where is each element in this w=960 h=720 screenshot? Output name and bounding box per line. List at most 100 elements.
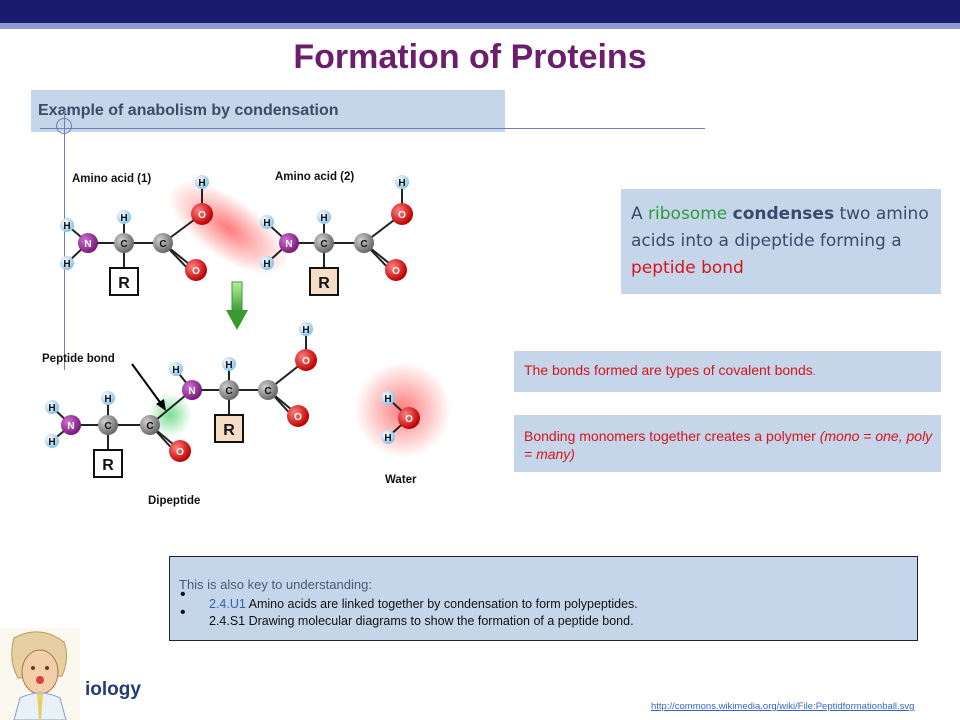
aa1-o1: O (191, 203, 213, 225)
margin-line (64, 110, 65, 370)
aa1-n: N (78, 233, 98, 253)
svg-text:C: C (120, 239, 127, 250)
peptide-formation-diagram: Amino acid (1) Amino acid (2) Peptide bo… (42, 171, 451, 507)
svg-text:R: R (118, 275, 130, 292)
svg-text:O: O (176, 447, 184, 458)
key-item-1: 2.4.U1 Amino acids are linked together b… (209, 597, 638, 611)
svg-text:O: O (405, 414, 413, 425)
svg-text:O: O (302, 356, 310, 367)
svg-text:C: C (104, 421, 111, 432)
svg-text:R: R (223, 422, 235, 439)
aa2-n: N (279, 233, 299, 253)
svg-text:N: N (188, 386, 195, 397)
svg-text:H: H (384, 394, 391, 405)
peptide-bond-pointer (131, 363, 166, 411)
svg-text:O: O (392, 266, 400, 277)
aa2-h3: H (317, 210, 331, 224)
svg-text:C: C (146, 421, 153, 432)
dp-h5: H (222, 357, 236, 371)
svg-text:O: O (192, 266, 200, 277)
brand-label: iology (85, 679, 141, 700)
dp-o1: O (169, 440, 191, 462)
label-water: Water (385, 474, 417, 486)
dp-n1: N (61, 415, 81, 435)
title-underline (40, 128, 705, 129)
aa2-o1: O (391, 203, 413, 225)
water-o: O (398, 407, 420, 429)
slide-title: Formation of Proteins (293, 38, 647, 76)
dp-h6: H (299, 322, 313, 336)
dp-h3: H (101, 391, 115, 405)
aa1-c2: C (153, 233, 173, 253)
aa2-h1: H (260, 215, 274, 229)
ribosome-word: ribosome (648, 204, 728, 224)
svg-text:N: N (285, 239, 292, 250)
aa2-c1: C (314, 233, 334, 253)
svg-text:C: C (225, 386, 232, 397)
dp-h4: H (169, 362, 183, 376)
bullet-icon: • (180, 604, 186, 621)
aa1-c1: C (114, 233, 134, 253)
label-amino-acid-2: Amino acid (2) (275, 171, 354, 183)
svg-text:O: O (398, 210, 406, 221)
aa1-h1: H (60, 218, 74, 232)
source-link[interactable]: http://commons.wikimedia.org/wiki/File:P… (651, 701, 915, 712)
dp-r-group-2: R (214, 414, 244, 443)
dp-h1: H (45, 400, 59, 414)
aa1-h4: H (195, 175, 209, 189)
aa2-h2: H (260, 256, 274, 270)
dp-c4: C (258, 380, 278, 400)
svg-text:C: C (320, 239, 327, 250)
svg-text:H: H (198, 178, 205, 189)
polymer-info-text: Bonding monomers together creates a poly… (524, 428, 933, 462)
dp-h2: H (45, 434, 59, 448)
polymer-info-box (514, 415, 941, 472)
svg-text:N: N (67, 421, 74, 432)
label-dipeptide: Dipeptide (148, 495, 200, 507)
key-understanding-box (169, 556, 918, 641)
svg-text:H: H (320, 213, 327, 224)
label-amino-acid-1: Amino acid (1) (72, 173, 151, 185)
aa2-r-group: R (309, 267, 339, 296)
ribosome-info-box (621, 189, 941, 294)
svg-text:R: R (318, 275, 330, 292)
condenses-word: condenses (732, 204, 835, 224)
dp-o3: O (287, 405, 309, 427)
margin-circle (56, 118, 72, 134)
svg-text:O: O (198, 210, 206, 221)
dp-r-group-1: R (93, 449, 123, 478)
aa1-h2: H (60, 256, 74, 270)
dp-c3: C (219, 380, 239, 400)
svg-text:H: H (302, 325, 309, 336)
top-banner-stripe (0, 23, 960, 29)
svg-text:H: H (263, 218, 270, 229)
aa1-h3: H (117, 210, 131, 224)
key-item-2: 2.4.S1 Drawing molecular diagrams to sho… (209, 614, 634, 628)
svg-text:H: H (63, 259, 70, 270)
peptide-bond-word: peptide bond (631, 258, 744, 278)
svg-text:H: H (263, 259, 270, 270)
svg-text:H: H (120, 213, 127, 224)
aa2-h4: H (395, 175, 409, 189)
covalent-info-box (514, 351, 941, 392)
dp-c2: C (140, 415, 160, 435)
svg-text:H: H (172, 365, 179, 376)
water-h1: H (381, 391, 395, 405)
covalent-info-text: The bonds formed are types of covalent b… (524, 362, 816, 378)
dp-o2: O (295, 349, 317, 371)
svg-text:C: C (264, 386, 271, 397)
key-understanding-intro: This is also key to understanding: (179, 577, 372, 592)
dp-n2: N (182, 380, 202, 400)
svg-text:H: H (384, 433, 391, 444)
label-peptide-bond: Peptide bond (42, 353, 115, 365)
svg-text:H: H (48, 437, 55, 448)
water-h2: H (381, 430, 395, 444)
ribosome-info-text: A ribosome condenses two amino acids int… (631, 204, 929, 278)
aa2-o2: O (385, 259, 407, 281)
bullet-icon: • (180, 586, 186, 603)
svg-text:H: H (104, 394, 111, 405)
aa1-o2: O (185, 259, 207, 281)
svg-text:H: H (225, 360, 232, 371)
dp-c1: C (98, 415, 118, 435)
svg-text:R: R (102, 457, 114, 474)
